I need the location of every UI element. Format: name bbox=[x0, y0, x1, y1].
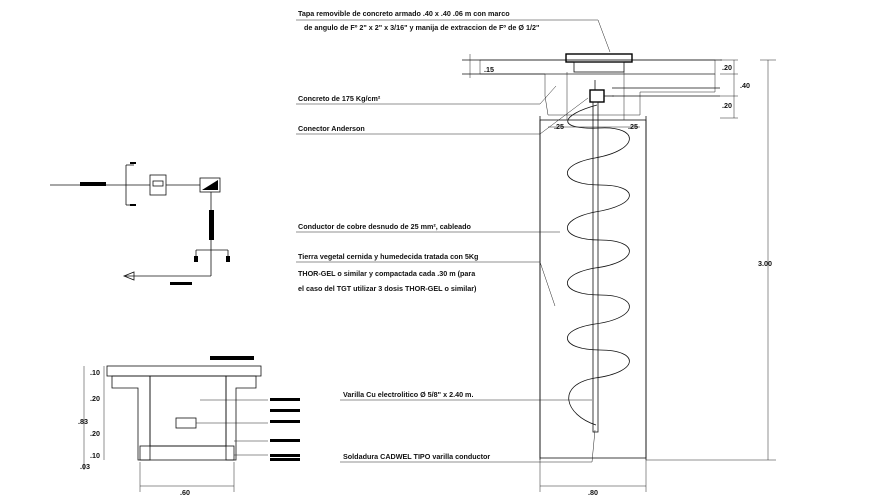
dim-right-low: .20 bbox=[722, 101, 732, 110]
registry-box-section: .10 .20 .83 .20 .10 .03 .60 bbox=[78, 356, 300, 497]
copper-conductor-coil bbox=[567, 104, 630, 426]
dim-inner-right: .25 bbox=[628, 122, 638, 131]
label-conductor: Conductor de cobre desnudo de 25 mm², ca… bbox=[298, 222, 472, 231]
dim-total-height: 3.00 bbox=[758, 259, 772, 268]
dim-small-83: .83 bbox=[78, 417, 88, 426]
main-section: .20 .40 .20 3.00 .80 .15 .25 .25 bbox=[296, 19, 776, 497]
dim-inner-left: .25 bbox=[554, 122, 564, 131]
label-tapa-2: de angulo de Fº 2" x 2" x 3/16" y manija… bbox=[304, 23, 539, 32]
dim-small-20a: .20 bbox=[90, 394, 100, 403]
dim-small-20b: .20 bbox=[90, 429, 100, 438]
label-tierra-1: Tierra vegetal cernida y humedecida trat… bbox=[298, 252, 478, 261]
meter-box-icon bbox=[149, 174, 167, 196]
anderson-connector bbox=[589, 89, 605, 103]
dim-small-10b: .10 bbox=[90, 451, 100, 460]
label-tierra-2: THOR-GEL o similar y compactada cada .30… bbox=[298, 269, 476, 278]
removable-lid bbox=[565, 53, 633, 63]
breaker-icon bbox=[199, 177, 221, 193]
dim-right-mid: .40 bbox=[740, 81, 750, 90]
dim-top-slab: .15 bbox=[484, 65, 494, 74]
dim-small-03: .03 bbox=[80, 462, 90, 471]
dim-small-10: .10 bbox=[90, 368, 100, 377]
label-tapa-1: Tapa removible de concreto armado .40 x … bbox=[298, 9, 510, 18]
label-soldadura: Soldadura CADWEL TIPO varilla conductor bbox=[343, 452, 490, 461]
label-tierra-3: el caso del TGT utilizar 3 dosis THOR-GE… bbox=[298, 284, 477, 293]
dim-right-top: .20 bbox=[722, 63, 732, 72]
label-concreto: Concreto de 175 Kg/cm² bbox=[298, 94, 381, 103]
grounding-schematic bbox=[50, 162, 230, 285]
label-conector: Conector Anderson bbox=[298, 124, 365, 133]
dim-small-width: .60 bbox=[180, 488, 190, 497]
label-varilla: Varilla Cu electrolitico Ø 5/8" x 2.40 m… bbox=[343, 390, 473, 399]
copper-rod bbox=[592, 101, 599, 433]
dim-bottom-width: .80 bbox=[588, 488, 598, 497]
